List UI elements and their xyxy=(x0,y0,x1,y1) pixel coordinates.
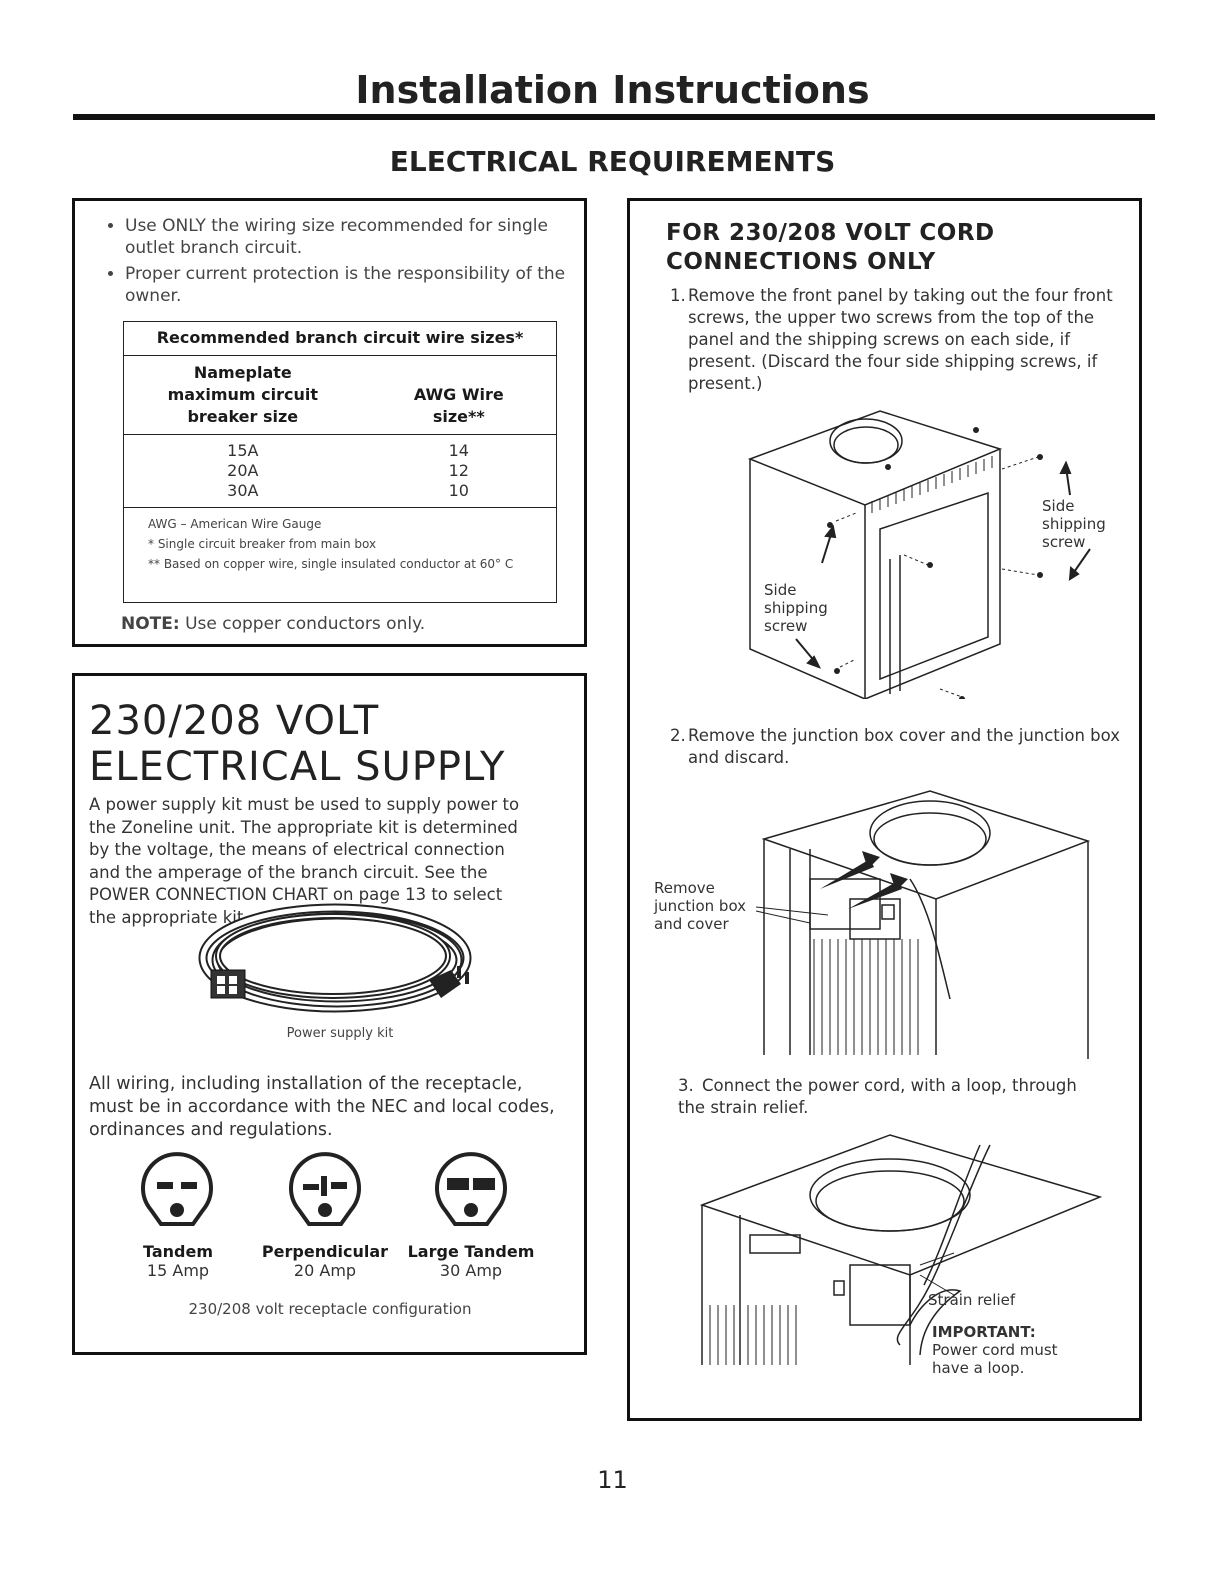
page-number: 11 xyxy=(597,1466,628,1494)
receptacle-tandem: Tandem 15 Amp xyxy=(115,1242,241,1280)
cord-heading-line2: CONNECTIONS ONLY xyxy=(666,249,936,275)
column-header: breaker size xyxy=(187,407,299,426)
table-title: Recommended branch circuit wire sizes* xyxy=(124,322,556,356)
step-2-text: Remove the junction box cover and the ju… xyxy=(688,726,1120,767)
important-label: IMPORTANT: xyxy=(932,1323,1036,1341)
supply-heading-line1: 230/208 VOLT xyxy=(89,698,380,744)
perpendicular-receptacle-icon xyxy=(289,1152,361,1226)
footnote: * Single circuit breaker from main box xyxy=(148,537,377,551)
table-body: 15A 14 20A 12 30A 10 xyxy=(124,435,556,508)
table-cell: 15A xyxy=(227,441,259,460)
supply-intro: A power supply kit must be used to suppl… xyxy=(89,795,520,927)
note-text: Use copper conductors only. xyxy=(179,614,426,634)
table-cell: 30A xyxy=(227,481,259,500)
receptacle-amp: 15 Amp xyxy=(146,1261,210,1280)
power-supply-kit-image xyxy=(198,903,472,1013)
table-header-row: Nameplate maximum circuit breaker size A… xyxy=(124,356,556,435)
receptacle-amp: 20 Amp xyxy=(293,1261,357,1280)
strain-relief-label: Strain relief xyxy=(928,1291,1016,1309)
step-number: 2. xyxy=(670,726,686,745)
table-cell: 10 xyxy=(448,481,469,500)
receptacle-perpendicular: Perpendicular 20 Amp xyxy=(255,1242,395,1280)
wire-requirements-box: Use ONLY the wiring size recommended for… xyxy=(72,198,587,647)
note-label: NOTE: xyxy=(121,614,180,634)
table-cell: 14 xyxy=(448,441,469,460)
list-item: Use ONLY the wiring size recommended for… xyxy=(125,215,584,259)
receptacle-amp: 30 Amp xyxy=(439,1261,503,1280)
title-divider xyxy=(73,114,1155,120)
table-row: 20A 12 xyxy=(124,461,556,481)
footnote: AWG – American Wire Gauge xyxy=(148,517,322,531)
front-panel-removal-figure xyxy=(747,410,1091,699)
cord-connections-box: FOR 230/208 VOLT CORD CONNECTIONS ONLY 1… xyxy=(627,198,1142,1421)
wiring-requirements-text: All wiring, including installation of th… xyxy=(89,1074,555,1140)
page-title: Installation Instructions xyxy=(355,68,870,112)
column-header: Nameplate xyxy=(193,363,292,382)
cord-heading-line1: FOR 230/208 VOLT CORD xyxy=(666,220,995,246)
tandem-receptacle-icon xyxy=(141,1152,213,1226)
kit-caption: Power supply kit xyxy=(286,1026,394,1041)
table-footnotes: AWG – American Wire Gauge * Single circu… xyxy=(124,508,556,574)
step-1-text: Remove the front panel by taking out the… xyxy=(688,286,1113,393)
receptacle-caption: 230/208 volt receptacle configuration xyxy=(188,1300,472,1318)
requirements-list: Use ONLY the wiring size recommended for… xyxy=(75,215,584,307)
electrical-supply-box: 230/208 VOLT ELECTRICAL SUPPLY A power s… xyxy=(72,673,587,1355)
large-tandem-receptacle-icon xyxy=(435,1152,507,1226)
strain-relief-figure xyxy=(700,1134,1103,1365)
column-header: size** xyxy=(432,407,485,426)
list-item: Proper current protection is the respons… xyxy=(125,263,584,307)
table-row: 15A 14 xyxy=(124,441,556,461)
footnote: ** Based on copper wire, single insulate… xyxy=(148,557,514,571)
junction-box-figure xyxy=(755,790,1090,1059)
table-cell: 20A xyxy=(227,461,259,480)
step-3-text: Connect the power cord, with a loop, thr… xyxy=(678,1076,1077,1117)
supply-heading-line2: ELECTRICAL SUPPLY xyxy=(89,744,506,790)
copper-note: NOTE: Use copper conductors only. xyxy=(121,614,425,634)
receptacle-name: Perpendicular xyxy=(261,1242,389,1261)
column-header: AWG Wire xyxy=(413,385,504,404)
wire-size-table: Recommended branch circuit wire sizes* N… xyxy=(123,321,557,603)
section-title: ELECTRICAL REQUIREMENTS xyxy=(389,145,836,178)
step-number: 3. xyxy=(678,1076,694,1095)
column-header: maximum circuit xyxy=(167,385,319,404)
receptacle-name: Large Tandem xyxy=(407,1242,535,1261)
table-row: 30A 10 xyxy=(124,481,556,501)
receptacle-name: Tandem xyxy=(142,1242,213,1261)
table-cell: 12 xyxy=(448,461,469,480)
receptacle-large-tandem: Large Tandem 30 Amp xyxy=(405,1242,537,1280)
step-number: 1. xyxy=(670,286,686,305)
